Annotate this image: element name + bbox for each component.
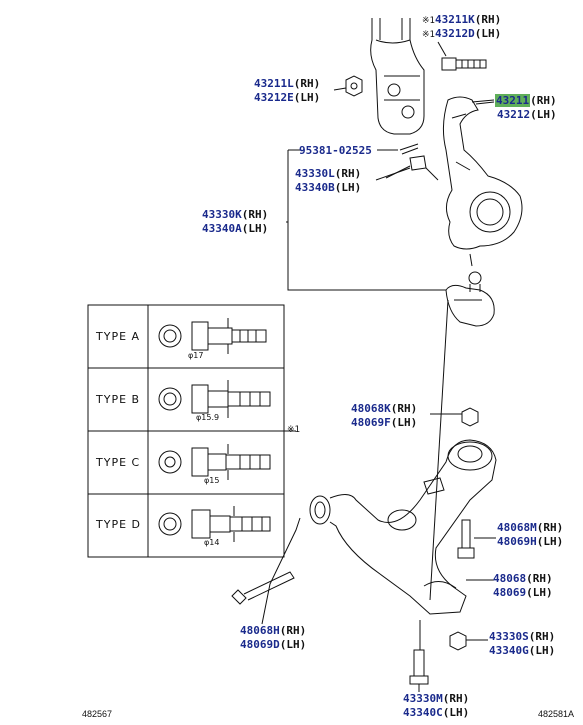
leader-ball-down	[429, 299, 449, 601]
part-label-43212d[interactable]: ※143212D(LH)	[422, 27, 502, 40]
steering-knuckle	[442, 96, 523, 267]
part-label-48069d[interactable]: 48069D(LH)	[240, 638, 307, 651]
ball-joint	[445, 271, 495, 327]
part-label-43330k[interactable]: 43330K(RH)	[202, 208, 269, 221]
type-a-drawing	[158, 318, 267, 354]
type-b-diameter: φ15.9	[196, 413, 220, 422]
cotter-pin	[377, 143, 419, 155]
clamp	[385, 155, 439, 181]
part-label-43212e[interactable]: 43212E(LH)	[254, 91, 321, 104]
type-d-drawing	[158, 506, 271, 542]
nut-upper	[333, 75, 363, 97]
ref-left: 482567	[82, 709, 113, 719]
part-label-48068m[interactable]: 48068M(RH)	[497, 521, 564, 534]
part-label-95381[interactable]: 95381-02525	[299, 144, 372, 157]
type-a-diameter: φ17	[188, 351, 204, 360]
note-mark: ※1	[287, 425, 301, 435]
bolt-upper	[437, 41, 487, 71]
leader-43211	[471, 99, 495, 103]
bolt-43330m	[409, 620, 429, 692]
leader-43330l	[375, 167, 411, 181]
part-label-43340a[interactable]: 43340A(LH)	[202, 222, 269, 235]
type-d-label: TYPE D	[96, 518, 141, 531]
part-label-43330s[interactable]: 43330S(RH)	[489, 630, 556, 643]
part-label-43340b[interactable]: 43340B(LH)	[295, 181, 362, 194]
part-label-43212[interactable]: 43212(LH)	[497, 108, 557, 121]
type-c-drawing	[158, 444, 271, 480]
part-label-43340c[interactable]: 43340C(LH)	[403, 706, 470, 719]
part-label-43211[interactable]: 43211(RH)	[495, 94, 557, 107]
nut-43330s	[449, 631, 488, 651]
ref-right: 482581A	[538, 709, 575, 719]
type-c-diameter: φ15	[204, 476, 220, 485]
lower-control-arm	[309, 439, 497, 615]
part-label-48068h[interactable]: 48068H(RH)	[240, 624, 307, 637]
type-b-label: TYPE B	[96, 393, 141, 406]
type-d-diameter: φ14	[204, 538, 220, 547]
part-label-43330m[interactable]: 43330M(RH)	[403, 692, 470, 705]
type-b-drawing	[158, 380, 271, 418]
part-label-48068k[interactable]: 48068K(RH)	[351, 402, 418, 415]
part-label-43330l[interactable]: 43330L(RH)	[295, 167, 362, 180]
type-a-label: TYPE A	[96, 330, 141, 343]
nut-48068k	[430, 407, 479, 427]
type-table	[87, 304, 296, 558]
part-label-48068[interactable]: 48068(RH)	[493, 572, 553, 585]
leader-bracket	[287, 150, 446, 291]
part-label-48069f[interactable]: 48069F(LH)	[351, 416, 418, 429]
type-c-label: TYPE C	[96, 456, 141, 469]
part-label-48069h[interactable]: 48069H(LH)	[497, 535, 564, 548]
bolt-48068m	[457, 519, 496, 559]
part-label-43340g[interactable]: 43340G(LH)	[489, 644, 556, 657]
part-label-48069[interactable]: 48069(LH)	[493, 586, 553, 599]
part-label-43211l[interactable]: 43211L(RH)	[254, 77, 321, 90]
part-label-43211k[interactable]: ※143211K(RH)	[422, 13, 502, 26]
long-bolt-48068h	[231, 517, 301, 625]
strut-bracket	[370, 18, 425, 135]
